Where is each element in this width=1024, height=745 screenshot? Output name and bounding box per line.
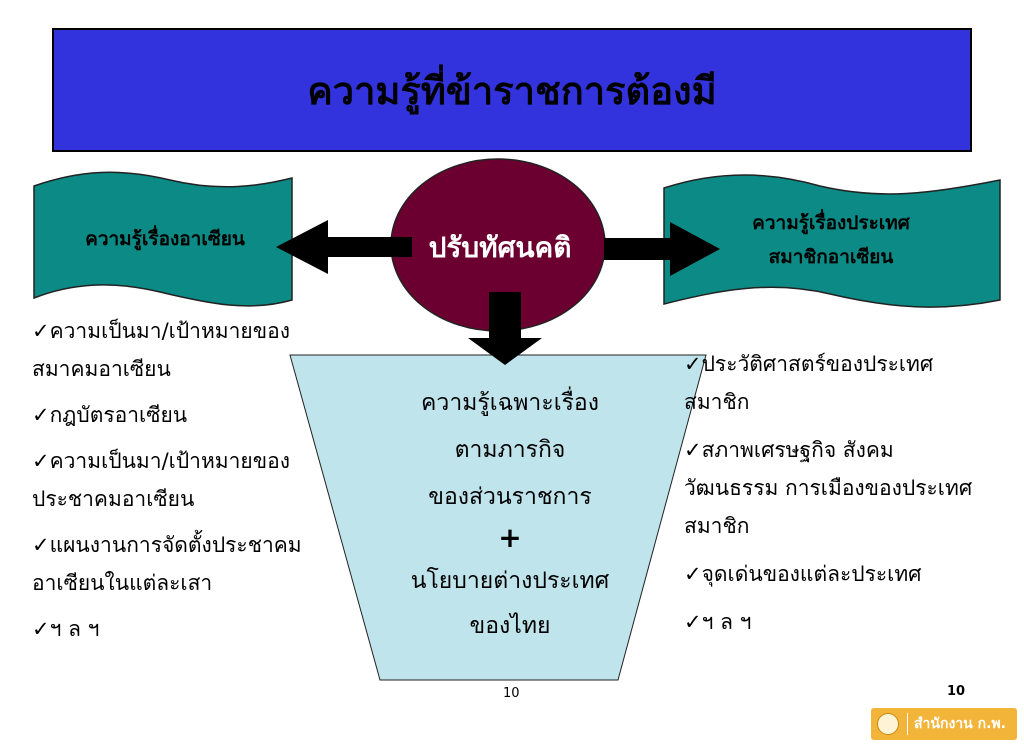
funnel-line: ของส่วนราชการ	[428, 484, 592, 510]
right-banner-line: ความรู้เรื่องประเทศ	[752, 212, 910, 234]
right-list: ✓ประวัติศาสตร์ของประเทศ สมาชิก ✓สภาพเศรษ…	[684, 345, 1019, 641]
page-number-center: 10	[503, 686, 520, 701]
down-arrow	[468, 292, 542, 365]
center-label: ปรับทัศนคติ	[428, 231, 572, 264]
right-banner	[663, 174, 1001, 308]
left-list: ✓ความเป็นมา/เป้าหมายของ สมาคมอาเซียน ✓กฎ…	[32, 312, 332, 648]
funnel-line: ตามภารกิจ	[454, 437, 566, 463]
list-item: ✓สภาพเศรษฐกิจ สังคม วัฒนธรรม การเมืองของ…	[684, 438, 973, 538]
funnel-line: นโยบายต่างประเทศ	[410, 568, 610, 594]
list-item: ✓จุดเด่นของแต่ละประเทศ	[684, 562, 922, 586]
list-item: ✓ความเป็นมา/เป้าหมายของ ประชาคมอาเซียน	[32, 449, 290, 511]
list-item: ✓ฯ ล ฯ	[684, 610, 752, 634]
page-number-right: 10	[947, 684, 966, 699]
ocsc-logo: สำนักงาน ก.พ.	[871, 708, 1017, 740]
left-banner-label: ความรู้เรื่องอาเซียน	[85, 228, 245, 250]
right-banner-text: ความรู้เรื่องประเทศ สมาชิกอาเซียน	[666, 206, 996, 274]
funnel-shape	[289, 354, 707, 681]
list-item: ✓แผนงานการจัดตั้งประชาคม อาเซียนในแต่ละเ…	[32, 533, 302, 595]
title-box: ความรู้ที่ข้าราชการต้องมี	[52, 28, 972, 152]
funnel-line: ของไทย	[469, 613, 551, 639]
right-banner-line: สมาชิกอาเซียน	[768, 246, 894, 268]
left-banner	[33, 171, 293, 307]
list-item: ✓ฯ ล ฯ	[32, 617, 100, 641]
right-arrow	[604, 222, 720, 276]
page-title: ความรู้ที่ข้าราชการต้องมี	[307, 68, 717, 113]
funnel-line: ความรู้เฉพาะเรื่อง	[421, 390, 599, 416]
logo-text: สำนักงาน ก.พ.	[907, 713, 1006, 735]
funnel-plus: +	[498, 521, 522, 554]
seal-icon	[877, 713, 899, 735]
funnel-text: ความรู้เฉพาะเรื่อง ตามภารกิจ ของส่วนราชก…	[360, 385, 660, 653]
list-item: ✓กฎบัตรอาเซียน	[32, 403, 188, 427]
list-item: ✓ประวัติศาสตร์ของประเทศ สมาชิก	[684, 352, 934, 414]
left-arrow	[276, 220, 412, 274]
list-item: ✓ความเป็นมา/เป้าหมายของ สมาคมอาเซียน	[32, 319, 290, 381]
